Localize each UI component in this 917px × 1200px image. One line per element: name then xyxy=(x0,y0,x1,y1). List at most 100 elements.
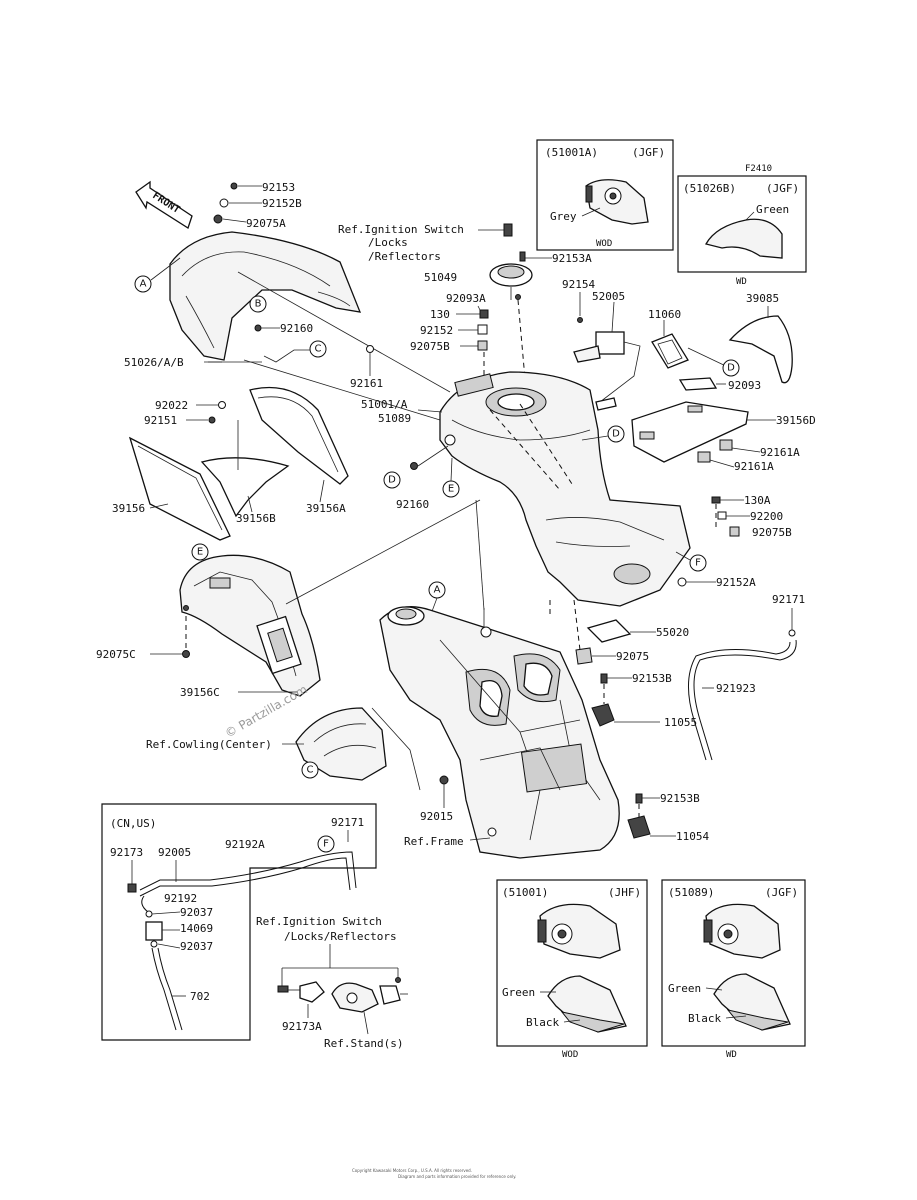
pad-39156b xyxy=(200,457,290,518)
hose-702 xyxy=(151,947,177,1031)
callout-b-text: B xyxy=(255,299,262,310)
tray-39156d xyxy=(631,401,749,463)
inset-51089-market: (JGF) xyxy=(765,886,798,899)
label-92075: 92075 xyxy=(616,650,649,663)
inset-51089-code: (51089) xyxy=(668,886,714,899)
guard-39156c xyxy=(179,554,321,697)
label-52005: 52005 xyxy=(592,290,625,303)
label-92153A: 92153A xyxy=(552,252,592,265)
cowling-center xyxy=(295,707,387,781)
label-92015: 92015 xyxy=(420,810,453,823)
hose-92192a xyxy=(139,851,357,891)
inset-51001-color1: Green xyxy=(502,986,535,999)
callout-f-box xyxy=(317,835,335,853)
label-92093A: 92093A xyxy=(446,292,486,305)
label-92037-2: 92037 xyxy=(180,940,213,953)
valve-14069 xyxy=(145,921,163,941)
fuel-cap-51001 xyxy=(539,903,621,959)
label-92153: 92153 xyxy=(262,181,295,194)
label-92153B-1: 92153B xyxy=(632,672,672,685)
inset-51001a-color: Grey xyxy=(550,210,577,223)
label-51001A: 51001/A xyxy=(361,398,408,411)
fuel-tank: 51001/A 51089 D E 92160 D F xyxy=(361,371,707,651)
label-51089: 51089 xyxy=(378,412,411,425)
label-92022: 92022 xyxy=(155,399,188,412)
callout-f-tank xyxy=(689,554,707,572)
callout-d-tank-text: D xyxy=(612,429,620,440)
callout-c-top xyxy=(309,340,327,358)
inset-51026b-code: (51026B) xyxy=(683,182,736,195)
cover-51026b xyxy=(705,218,783,259)
callout-a-frame-text: A xyxy=(434,585,441,596)
cnus-box-title: (CN,US) xyxy=(110,817,156,830)
label-92192A: 92192A xyxy=(225,838,265,851)
label-92037-1: 92037 xyxy=(180,906,213,919)
label-39156D: 39156D xyxy=(776,414,816,427)
label-39085: 39085 xyxy=(746,292,779,305)
label-92152: 92152 xyxy=(420,324,453,337)
inset-51001a: (51001A) (JGF) Grey WOD xyxy=(536,139,674,251)
cnus-hose-box: (CN,US) 92171 F 92173 92005 92192A 92192… xyxy=(101,803,377,1041)
label-55020: 55020 xyxy=(656,626,689,639)
ref-ignition-top-3: /Reflectors xyxy=(368,250,441,263)
fuel-cap-51089 xyxy=(705,903,781,959)
callout-d-tank xyxy=(607,425,625,443)
pad-39156 xyxy=(128,436,231,541)
inset-51026b-box xyxy=(677,175,807,273)
footer-line1: Copyright Kawasaki Motors Corp., U.S.A. … xyxy=(352,1168,472,1173)
cowling-center-ref: Ref.Cowling(Center) C xyxy=(146,707,421,791)
label-92075C: 92075C xyxy=(96,648,136,661)
ref-ignition-bottom-2: /Locks/Reflectors xyxy=(284,930,397,943)
front-arrow: FRONT xyxy=(135,180,193,229)
label-92152B: 92152B xyxy=(262,197,302,210)
label-11060: 11060 xyxy=(648,308,681,321)
callout-f-box-text: F xyxy=(323,839,329,850)
label-92153B-2: 92153B xyxy=(660,792,700,805)
ref-ignition-top-2: /Locks xyxy=(368,236,408,249)
callout-d-left xyxy=(383,471,401,489)
inset-51026b-market: (JGF) xyxy=(766,182,799,195)
callout-d-right xyxy=(722,359,740,377)
label-92200: 92200 xyxy=(750,510,783,523)
inset-51089-color2: Black xyxy=(688,1012,721,1025)
label-92161A-2: 92161A xyxy=(734,460,774,473)
callout-d-left-text: D xyxy=(388,475,396,486)
label-92161: 92161 xyxy=(350,377,383,390)
callout-a-left-text: A xyxy=(140,279,147,290)
ref-ignition-bottom-1: Ref.Ignition Switch xyxy=(256,915,382,928)
inset-51001-market: (JHF) xyxy=(608,886,641,899)
label-39156: 39156 xyxy=(112,502,145,515)
guard-39156c-group: E 92075C 39156C xyxy=(96,499,481,699)
inset-51026b-color: Green xyxy=(756,203,789,216)
frame-body xyxy=(379,606,620,859)
label-92093: 92093 xyxy=(728,379,761,392)
ref-frame: Ref.Frame xyxy=(404,835,464,848)
inset-51001-box xyxy=(496,879,648,1047)
fuel-level-sender-52005 xyxy=(595,331,625,355)
label-92005: 92005 xyxy=(158,846,191,859)
inset-51001a-code: (51001A) xyxy=(545,146,598,159)
watermark: © Partzilla.com xyxy=(223,682,310,740)
inset-51089-box xyxy=(661,879,806,1047)
label-921923: 921923 xyxy=(716,682,756,695)
label-92151: 92151 xyxy=(144,414,177,427)
inset-51089-color1: Green xyxy=(668,982,701,995)
breather-hose-group: 92171 921923 xyxy=(687,593,805,761)
label-92152A: 92152A xyxy=(716,576,756,589)
label-92171: 92171 xyxy=(772,593,805,606)
label-39156B: 39156B xyxy=(236,512,276,525)
inset-51001a-box xyxy=(536,139,674,251)
label-92075B-b: 92075B xyxy=(752,526,792,539)
label-92160-d: 92160 xyxy=(396,498,429,511)
ignition-switch-ref-bottom: Ref.Ignition Switch /Locks/Reflectors 92… xyxy=(256,915,408,1050)
inset-51026b-title: F2410 xyxy=(745,164,772,174)
label-51026AB: 51026/A/B xyxy=(124,356,184,369)
fuel-tank-body xyxy=(439,371,691,607)
label-92154: 92154 xyxy=(562,278,595,291)
cnus-box-border xyxy=(101,803,377,1041)
pad-55020 xyxy=(586,619,632,643)
cover-39085 xyxy=(728,315,793,384)
footer-line2: Diagram and parts information provided f… xyxy=(398,1174,516,1179)
inset-51089-model: WD xyxy=(726,1050,737,1060)
